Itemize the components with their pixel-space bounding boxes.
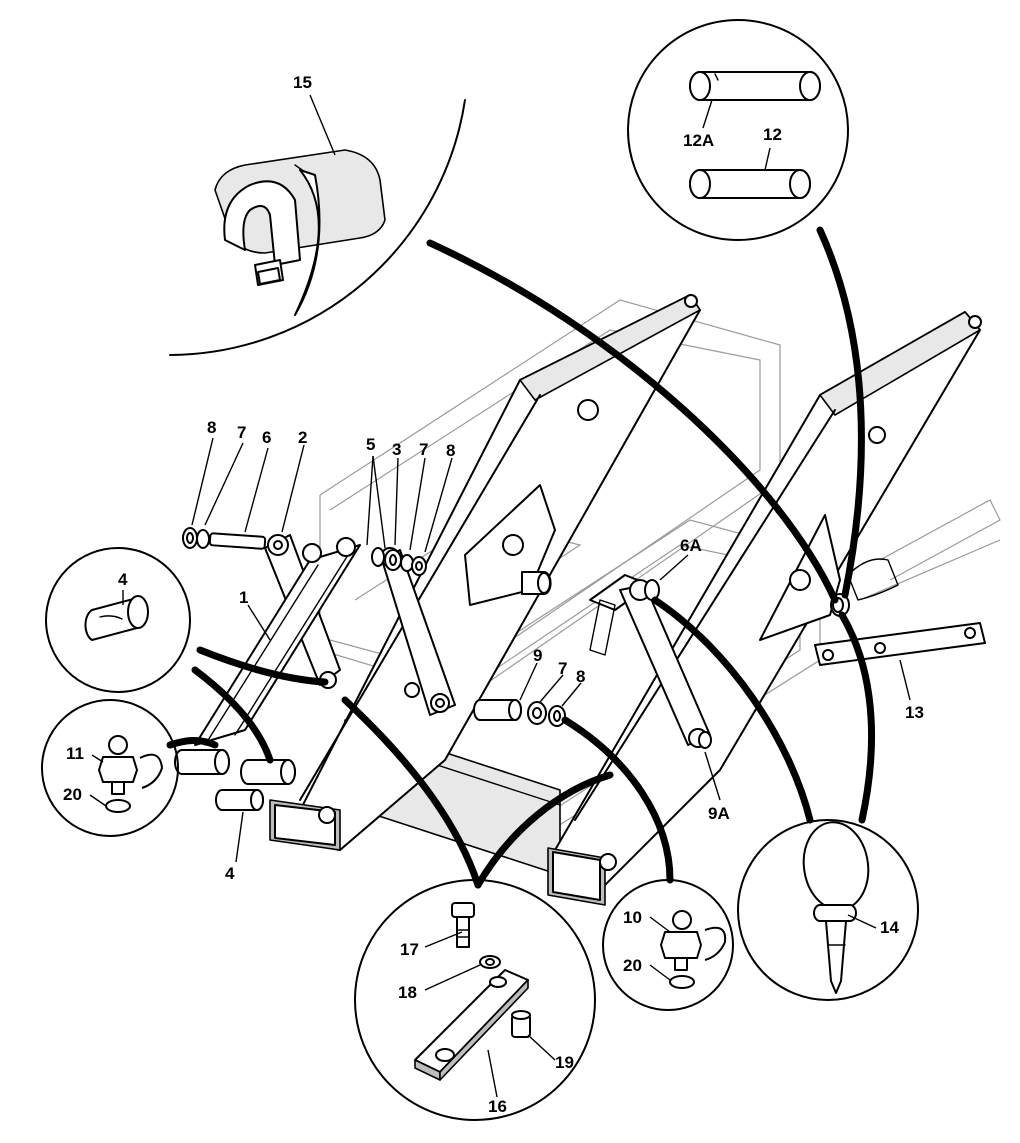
callout-7-upper-right: 7	[419, 440, 428, 459]
callout-9a: 9A	[708, 804, 730, 823]
callout-4-frame: 4	[225, 864, 235, 883]
callout-6a: 6A	[680, 536, 702, 555]
callout-16: 16	[488, 1097, 507, 1116]
callout-12a: 12A	[683, 131, 714, 150]
detail-circle-10	[602, 879, 734, 1011]
callout-8-center: 8	[576, 667, 585, 686]
detail-circle-16	[354, 879, 596, 1121]
callout-14: 14	[880, 918, 899, 937]
center-pin-assembly	[473, 699, 566, 727]
detail-circle-12	[627, 19, 849, 241]
callout-11: 11	[66, 744, 84, 763]
callout-10: 10	[623, 908, 642, 927]
detail-circle-11	[41, 699, 179, 837]
loader-frame	[269, 294, 982, 906]
callout-13: 13	[905, 703, 924, 722]
callout-6: 6	[262, 428, 271, 447]
callout-19: 19	[555, 1053, 574, 1072]
callout-4-detail: 4	[118, 570, 128, 589]
bar-13	[814, 622, 986, 666]
callout-7-left: 7	[237, 423, 246, 442]
callout-17: 17	[400, 940, 419, 959]
leader-lines	[166, 226, 876, 889]
callout-12: 12	[763, 125, 782, 144]
callout-pointers	[89, 94, 911, 1098]
right-linkage	[589, 574, 712, 749]
callout-15: 15	[293, 73, 312, 92]
callout-8-left: 8	[207, 418, 216, 437]
callout-18: 18	[398, 983, 417, 1002]
callout-9: 9	[533, 646, 542, 665]
callout-labels: 15 12A 12 8 7 6 2 5 3 7 8 1 4 6A 9 7 8 1…	[63, 73, 924, 1116]
detail-circle-14	[737, 819, 919, 1001]
detail-circle-15	[169, 99, 466, 356]
callout-20-right: 20	[623, 956, 642, 975]
callout-2: 2	[298, 428, 307, 447]
detail-circle-4	[45, 547, 191, 693]
callout-20-left: 20	[63, 785, 82, 804]
callout-1: 1	[239, 588, 248, 607]
callout-7-center: 7	[558, 659, 567, 678]
callout-3: 3	[392, 440, 401, 459]
callout-8-upper-right: 8	[446, 441, 455, 460]
left-linkage	[174, 527, 456, 811]
callout-5: 5	[366, 435, 375, 454]
